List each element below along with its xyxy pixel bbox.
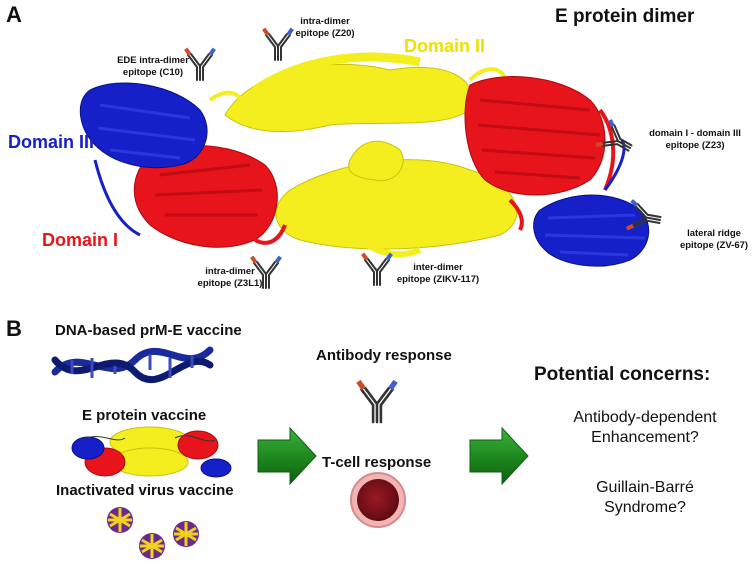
- e-protein-dimer-structure: [79, 52, 650, 267]
- t-cell-icon: [350, 472, 406, 528]
- epitope-label-z20-line2: epitope (Z20): [295, 28, 355, 39]
- virus-particles-icon: [107, 507, 199, 559]
- domain-i-structure-right: [464, 76, 616, 231]
- domain-iii-structure-right: [533, 139, 650, 267]
- concern-gbs: Guillain-Barré Syndrome?: [555, 478, 735, 518]
- epitope-label-zv67-line1: lateral ridge: [687, 228, 741, 239]
- epitope-label-z3l1: intra-dimer epitope (Z3L1): [190, 266, 270, 290]
- concern-ade-line2: Enhancement?: [591, 429, 699, 446]
- domain-ii-label: Domain II: [404, 36, 486, 56]
- panel-b-letter: B: [6, 316, 22, 341]
- epitope-label-ede: EDE intra-dimer epitope (C10): [108, 55, 198, 79]
- panel-a-title: E protein dimer: [555, 6, 695, 27]
- domain-iii-structure-left: [79, 82, 208, 237]
- dna-helix-icon: [51, 346, 214, 383]
- antibody-response-label: Antibody response: [316, 347, 452, 364]
- epitope-label-z23-line2: epitope (Z23): [665, 140, 725, 151]
- t-cell-response-label: T-cell response: [322, 454, 432, 471]
- domain-i-label: Domain I: [42, 230, 119, 250]
- epitope-label-z20-line1: intra-dimer: [300, 16, 350, 27]
- antibody-response-icon: [354, 378, 400, 424]
- concern-gbs-line1: Guillain-Barré: [596, 479, 694, 496]
- concern-ade-line1: Antibody-dependent: [573, 409, 717, 426]
- epitope-label-zv67-line2: epitope (ZV-67): [679, 240, 749, 251]
- epitope-label-zv67: lateral ridge epitope (ZV-67): [676, 228, 752, 252]
- epitope-label-z20: intra-dimer epitope (Z20): [285, 16, 365, 40]
- concern-gbs-line2: Syndrome?: [604, 499, 686, 516]
- concerns-title: Potential concerns:: [534, 364, 711, 385]
- epitope-label-ede-line2: epitope (C10): [122, 67, 184, 78]
- epitope-label-z23: domain I - domain III epitope (Z23): [640, 128, 750, 152]
- concern-ade: Antibody-dependent Enhancement?: [555, 408, 735, 448]
- epitope-label-zikv117: inter-dimer epitope (ZIKV-117): [388, 262, 488, 286]
- panel-a-letter: A: [6, 2, 22, 27]
- epitope-label-z3l1-line1: intra-dimer: [205, 266, 255, 277]
- inactivated-vaccine-label: Inactivated virus vaccine: [56, 482, 234, 499]
- epitope-label-zikv117-line2: epitope (ZIKV-117): [396, 274, 480, 285]
- arrow-vaccine-to-response: [257, 426, 317, 486]
- epitope-label-ede-line1: EDE intra-dimer: [117, 55, 189, 66]
- epitope-label-z23-line1: domain I - domain III: [649, 128, 741, 139]
- arrow-response-to-concerns: [469, 426, 529, 486]
- epitope-label-z3l1-line2: epitope (Z3L1): [197, 278, 263, 289]
- epitope-label-zikv117-line1: inter-dimer: [413, 262, 463, 273]
- e-protein-dimer-icon: [71, 426, 232, 478]
- domain-iii-label: Domain III: [8, 132, 95, 152]
- dna-vaccine-label: DNA-based prM-E vaccine: [55, 322, 242, 339]
- e-protein-vaccine-label: E protein vaccine: [82, 407, 207, 424]
